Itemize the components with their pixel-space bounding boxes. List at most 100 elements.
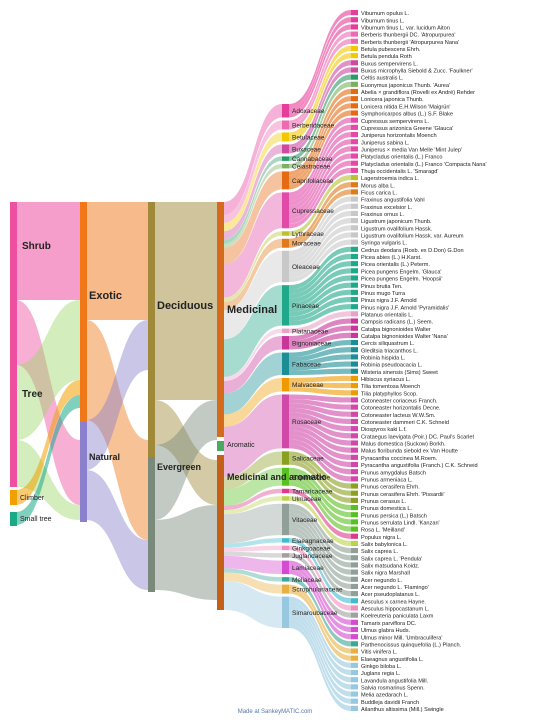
node-family-caprifoliaceae — [282, 171, 289, 190]
species-label: Ulmus minor Mill. 'Umbraculifera' — [361, 635, 442, 641]
node-label-evergreen: Evergreen — [157, 462, 201, 472]
node-family-malvaceae — [282, 377, 289, 392]
flow-species — [289, 81, 351, 169]
node-species — [351, 476, 358, 482]
node-species — [351, 45, 358, 52]
flow-species — [289, 508, 351, 561]
node-species — [351, 677, 358, 683]
flow-species — [289, 103, 351, 185]
node-species — [351, 368, 358, 374]
labels-layer: Shrub Tree Climber Small tree Exotic Nat… — [20, 11, 487, 713]
node-exotic — [80, 202, 87, 422]
flow-species — [289, 139, 351, 211]
flow-use-ulmaceae — [224, 496, 282, 515]
node-deciduous — [148, 202, 155, 457]
node-native — [80, 422, 87, 522]
flow-species — [289, 167, 351, 229]
node-family-lythraceae — [282, 231, 289, 236]
species-label: Robinia hispida L. — [361, 355, 406, 361]
node-species — [351, 174, 358, 181]
species-label: Juniperus × media Van Melle 'Mint Julep' — [361, 147, 462, 153]
node-label-small-tree: Small tree — [20, 516, 52, 523]
flow-evergreen-medaro — [154, 505, 217, 600]
family-label-sapindaceae: Sapindaceae — [292, 474, 330, 481]
species-label: Salix nigra Marshall — [361, 571, 410, 577]
node-species — [351, 662, 358, 668]
flow-smalltree-exotic — [16, 395, 80, 525]
flow-species — [289, 332, 351, 350]
nodes-layer — [10, 10, 358, 711]
flow-species — [289, 282, 351, 313]
family-label-celastraceae: Celastraceae — [292, 164, 331, 171]
flow-exotic-deciduous — [86, 202, 148, 320]
species-label: Acer negundo L. — [361, 578, 402, 584]
flow-shrub-exotic — [16, 202, 80, 300]
node-species — [351, 347, 358, 353]
flow-species — [289, 268, 351, 304]
sankeymatic-credit[interactable]: Made at SankeyMATIC.com — [237, 709, 313, 715]
family-label-cupressaceae: Cupressaceae — [292, 208, 334, 215]
node-label-tree: Tree — [22, 389, 43, 400]
family-label-buxaceae: Buxaceae — [292, 146, 321, 153]
flow-species — [289, 361, 351, 371]
species-label: Thuja occidentalis L. 'Smaragd' — [361, 169, 438, 175]
flow-use-salicaceae — [224, 451, 282, 490]
node-species — [351, 203, 358, 209]
species-label: Prunus cerasifera Ehrh. 'Pissardii' — [361, 492, 445, 498]
node-family-pinaceae — [282, 285, 289, 326]
flow-native-evergreen — [86, 470, 148, 590]
species-label: Prunus amygdalus Batsch — [361, 470, 426, 476]
node-species — [351, 490, 358, 496]
node-species — [351, 569, 358, 575]
family-label-meliaceae: Meliaceae — [292, 577, 322, 584]
node-species — [351, 583, 358, 590]
node-medicinal-and-aromatic — [217, 455, 224, 610]
flow-species — [289, 289, 351, 317]
node-family-ginkgoaceae — [282, 545, 289, 551]
node-species — [351, 296, 358, 303]
species-label: Salvia rosmarinus Spenn. — [361, 685, 425, 691]
node-family-sapindaceae — [282, 467, 289, 486]
node-species — [351, 576, 358, 582]
node-species — [351, 289, 358, 295]
flow-species — [289, 339, 351, 358]
flow-use-simaroubaceae — [224, 580, 282, 628]
node-species — [351, 117, 358, 123]
flow-species — [289, 430, 351, 460]
species-label: Pyracantha coccinea M.Roem. — [361, 456, 438, 462]
node-climber — [10, 490, 17, 505]
family-label-vitaceae: Vitaceae — [292, 517, 318, 524]
node-family-lamiaceae — [282, 560, 289, 575]
species-label: Ginkgo biloba L. — [361, 664, 402, 670]
flow-species — [289, 577, 351, 647]
node-species — [351, 311, 358, 317]
flow-species — [289, 275, 351, 308]
node-species — [351, 354, 358, 360]
flow-native-deciduous — [86, 320, 148, 470]
node-species — [351, 74, 358, 80]
species-label: Juglans regia L. — [361, 671, 401, 677]
node-species — [351, 519, 358, 525]
family-label-platanaceae: Platanaceae — [292, 328, 329, 335]
flow-species — [289, 412, 351, 432]
node-species — [351, 598, 358, 604]
species-label: Cotoneaster dammeri C.K. Schneid — [361, 420, 449, 426]
flow-use-berberidaceae — [224, 120, 282, 223]
flow-use-bignoniaceae — [224, 336, 282, 394]
flow-species — [289, 117, 351, 197]
flow-deciduous-medicinal — [154, 202, 217, 400]
flow-use-cannabaceae — [224, 156, 282, 244]
family-label-ulmaceae: Ulmaceae — [292, 496, 322, 503]
species-label: Hibiscus syriacus L. — [361, 377, 411, 383]
node-species — [351, 53, 358, 59]
flow-species — [289, 403, 351, 417]
species-label: Platycladus orientalis (L.) Franco 'Comp… — [361, 162, 487, 168]
species-label: Ailanthus altissima (Mill.) Swingle — [361, 707, 444, 713]
flow-species — [289, 530, 351, 597]
species-label: Campsis radicans (L.) Seem. — [361, 320, 434, 326]
family-label-oleaceae: Oleaceae — [292, 264, 320, 271]
flow-use-elaeagnaceae — [224, 538, 282, 548]
family-label-caprifoliaceae: Caprifoliaceae — [292, 178, 334, 185]
flow-species — [289, 67, 351, 154]
node-species — [351, 440, 358, 446]
